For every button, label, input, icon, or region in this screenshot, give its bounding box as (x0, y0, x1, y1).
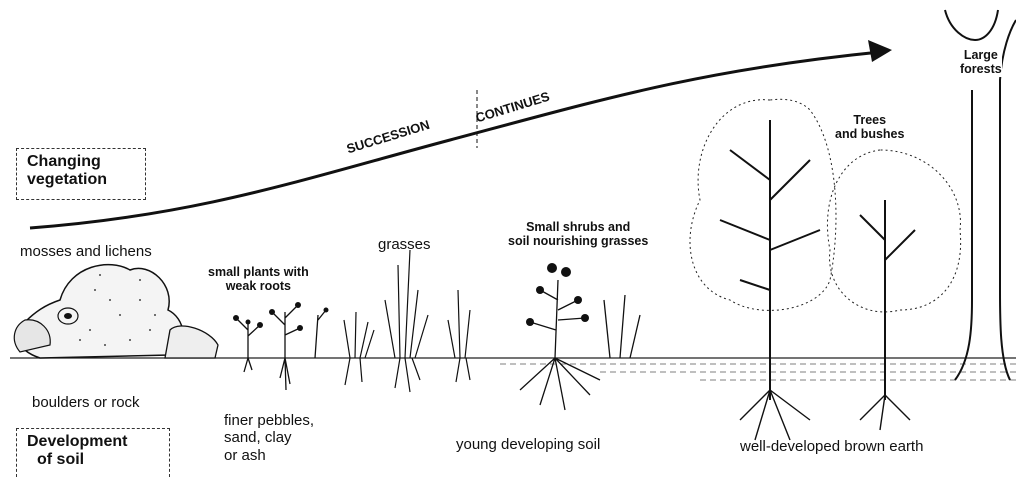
soil-strata (500, 364, 1016, 380)
vegetation-box: Changing vegetation (16, 148, 146, 200)
stage-trees-line2: and bushes (835, 127, 904, 141)
soil-pebbles-line3: or ash (224, 447, 314, 464)
soil-pebbles-line2: sand, clay (224, 429, 314, 446)
soil-box: Development of soil (16, 428, 170, 477)
vegetation-box-line2: vegetation (27, 171, 135, 189)
soil-rock-label: boulders or rock (32, 394, 140, 411)
soil-young-label: young developing soil (456, 436, 600, 453)
vegetation-box-line1: Changing (27, 153, 135, 171)
stage-forests-line1: Large (960, 48, 1002, 62)
small-plants-illustration (233, 302, 329, 390)
stage-small-plants-line2: weak roots (208, 279, 309, 293)
stage-grasses-label: grasses (378, 236, 431, 253)
soil-pebbles-line1: finer pebbles, (224, 412, 314, 429)
stage-forests-line2: forests (960, 62, 1002, 76)
soil-brown-label: well-developed brown earth (740, 438, 923, 455)
stage-shrubs-line2: soil nourishing grasses (508, 234, 648, 248)
stage-trees-label: Trees and bushes (835, 113, 904, 142)
stage-small-plants-line1: small plants with (208, 265, 309, 279)
boulders-illustration (14, 265, 218, 358)
stage-forests-label: Large forests (960, 48, 1002, 77)
stage-trees-line1: Trees (835, 113, 904, 127)
stage-shrubs-label: Small shrubs and soil nourishing grasses (508, 220, 648, 249)
arrow-head (868, 40, 892, 62)
stage-mosses-label: mosses and lichens (20, 243, 152, 260)
soil-box-line2: of soil (27, 451, 159, 469)
stage-small-plants-label: small plants with weak roots (208, 265, 309, 294)
tall-tree-illustration (690, 99, 836, 440)
soil-pebbles-label: finer pebbles, sand, clay or ash (224, 412, 314, 464)
soil-box-line1: Development (27, 433, 159, 451)
stage-shrubs-line1: Small shrubs and (508, 220, 648, 234)
succession-arrow (30, 52, 880, 228)
bush-tree-illustration (827, 150, 960, 430)
shrubs-illustration (520, 263, 640, 410)
grasses-illustration (344, 250, 470, 392)
